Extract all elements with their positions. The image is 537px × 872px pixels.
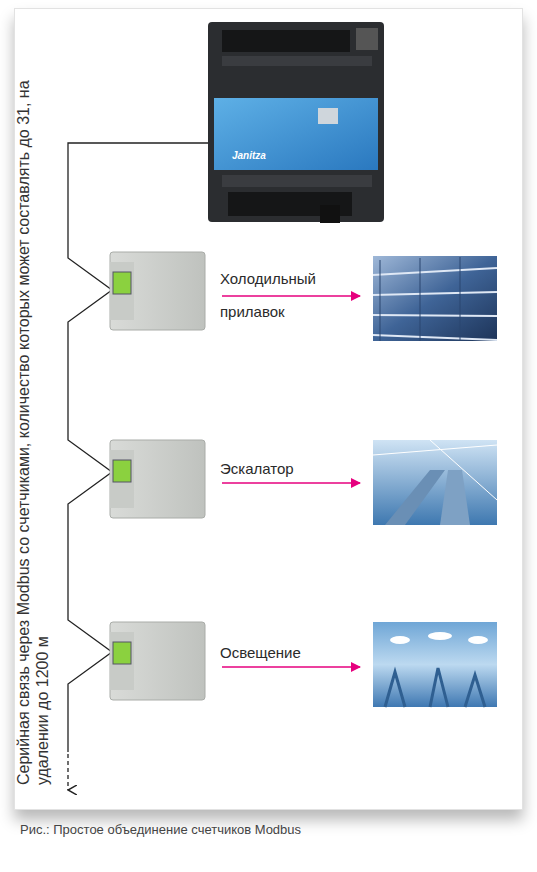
energy-meter bbox=[110, 440, 205, 518]
continuation-arrow bbox=[67, 754, 68, 790]
load-label: Холодильный прилавок bbox=[220, 262, 360, 328]
supply-arrow bbox=[222, 666, 360, 668]
brand-name: Janitza bbox=[232, 150, 312, 161]
supply-arrow bbox=[222, 482, 360, 484]
supply-arrow bbox=[222, 295, 360, 297]
modbus-line bbox=[68, 143, 208, 752]
energy-meter bbox=[110, 622, 205, 700]
janitza-device bbox=[208, 22, 384, 223]
load-label: Эскалатор bbox=[220, 460, 360, 478]
shop-photo bbox=[373, 256, 497, 341]
energy-meter bbox=[110, 252, 205, 330]
figure-caption: Рис.: Простое объединение счетчиков Modb… bbox=[20, 822, 520, 837]
load-label: Освещение bbox=[220, 644, 360, 662]
bus-note: Серийная связь через Modbus со счетчикам… bbox=[14, 15, 58, 785]
lighting-photo bbox=[373, 622, 497, 707]
escalator-photo bbox=[373, 440, 497, 525]
